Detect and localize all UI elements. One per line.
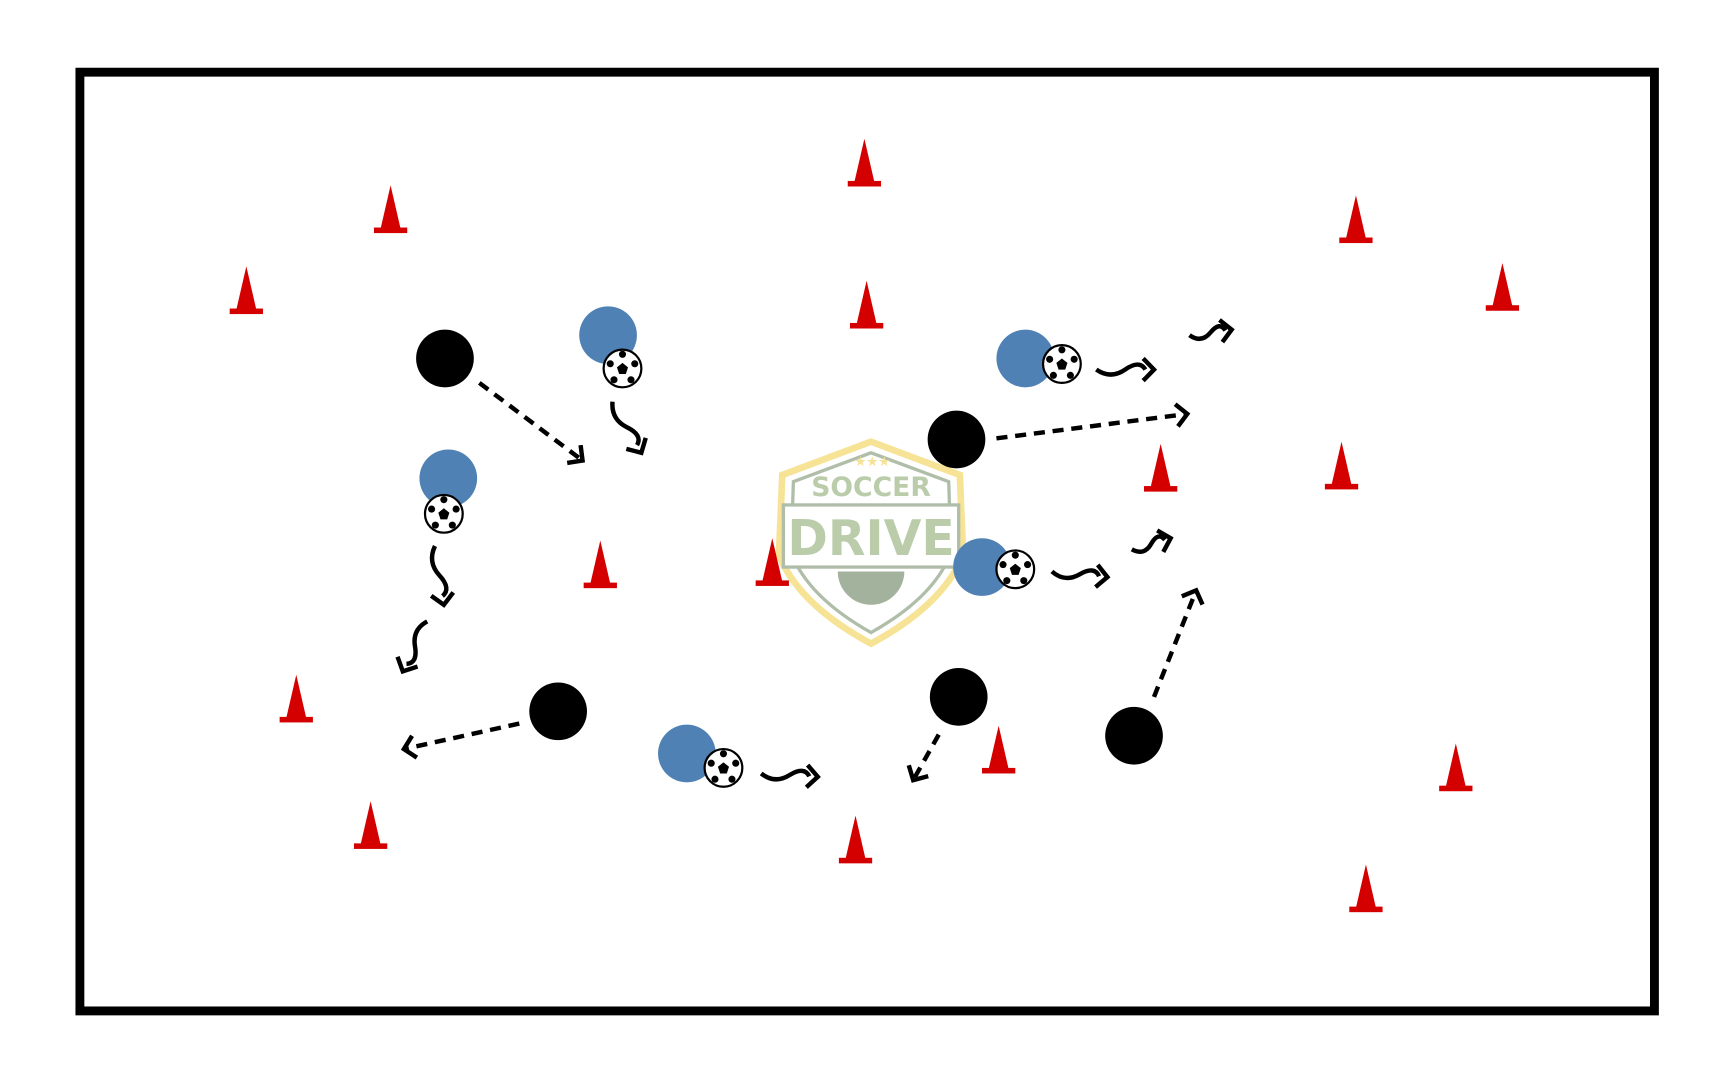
- attacker-player: [419, 449, 478, 508]
- cone-icon: [373, 185, 408, 234]
- cone-icon: [982, 725, 1016, 774]
- run-arrow: [996, 402, 1191, 441]
- defender-player: [1105, 706, 1163, 765]
- field-boundary: [75, 67, 1659, 1016]
- dribble-arrow: [1050, 563, 1111, 589]
- logo-text-soccer: SOCCER: [811, 472, 931, 503]
- cone-icon: [1339, 195, 1373, 244]
- cone-icon: [847, 138, 882, 187]
- attacker-player: [658, 724, 716, 783]
- soccer-ball-icon: [1041, 344, 1082, 384]
- dribble-arrow: [395, 619, 429, 675]
- defender-player: [927, 410, 986, 469]
- cone-icon: [1349, 864, 1383, 913]
- logo-watermark: ★★★ SOCCER DRIVE: [775, 438, 967, 648]
- cone-icon: [1324, 441, 1359, 490]
- soccer-ball-icon: [703, 747, 744, 788]
- dribble-arrow: [1130, 528, 1174, 554]
- cone-icon: [1485, 263, 1520, 311]
- run-arrow: [478, 381, 586, 466]
- defender-player: [416, 329, 474, 388]
- svg-text:★★★: ★★★: [854, 454, 890, 469]
- cone-icon: [755, 538, 789, 586]
- attacker-player: [953, 538, 1011, 596]
- cone-icon: [849, 280, 884, 329]
- dribble-arrow: [1095, 356, 1158, 383]
- cone-icon: [353, 801, 388, 849]
- defender-player: [529, 682, 587, 741]
- logo-text-drive: DRIVE: [787, 510, 954, 567]
- run-arrow: [1151, 587, 1205, 698]
- dribble-arrow: [1188, 318, 1235, 344]
- defender-player: [929, 668, 988, 726]
- cone-icon: [583, 540, 617, 589]
- cone-icon: [1144, 443, 1178, 492]
- soccer-ball-icon: [995, 549, 1036, 590]
- dribble-arrow: [759, 763, 821, 789]
- soccer-ball-icon: [602, 348, 643, 389]
- cone-icon: [838, 815, 873, 864]
- dribble-arrow: [429, 545, 456, 608]
- run-arrow: [906, 733, 941, 783]
- run-arrow: [400, 721, 520, 760]
- dribble-arrow: [610, 401, 648, 456]
- cone-icon: [279, 674, 313, 723]
- soccer-ball-icon: [423, 493, 464, 534]
- attacker-player: [996, 329, 1055, 388]
- cone-icon: [1439, 743, 1473, 792]
- cone-icon: [229, 266, 263, 315]
